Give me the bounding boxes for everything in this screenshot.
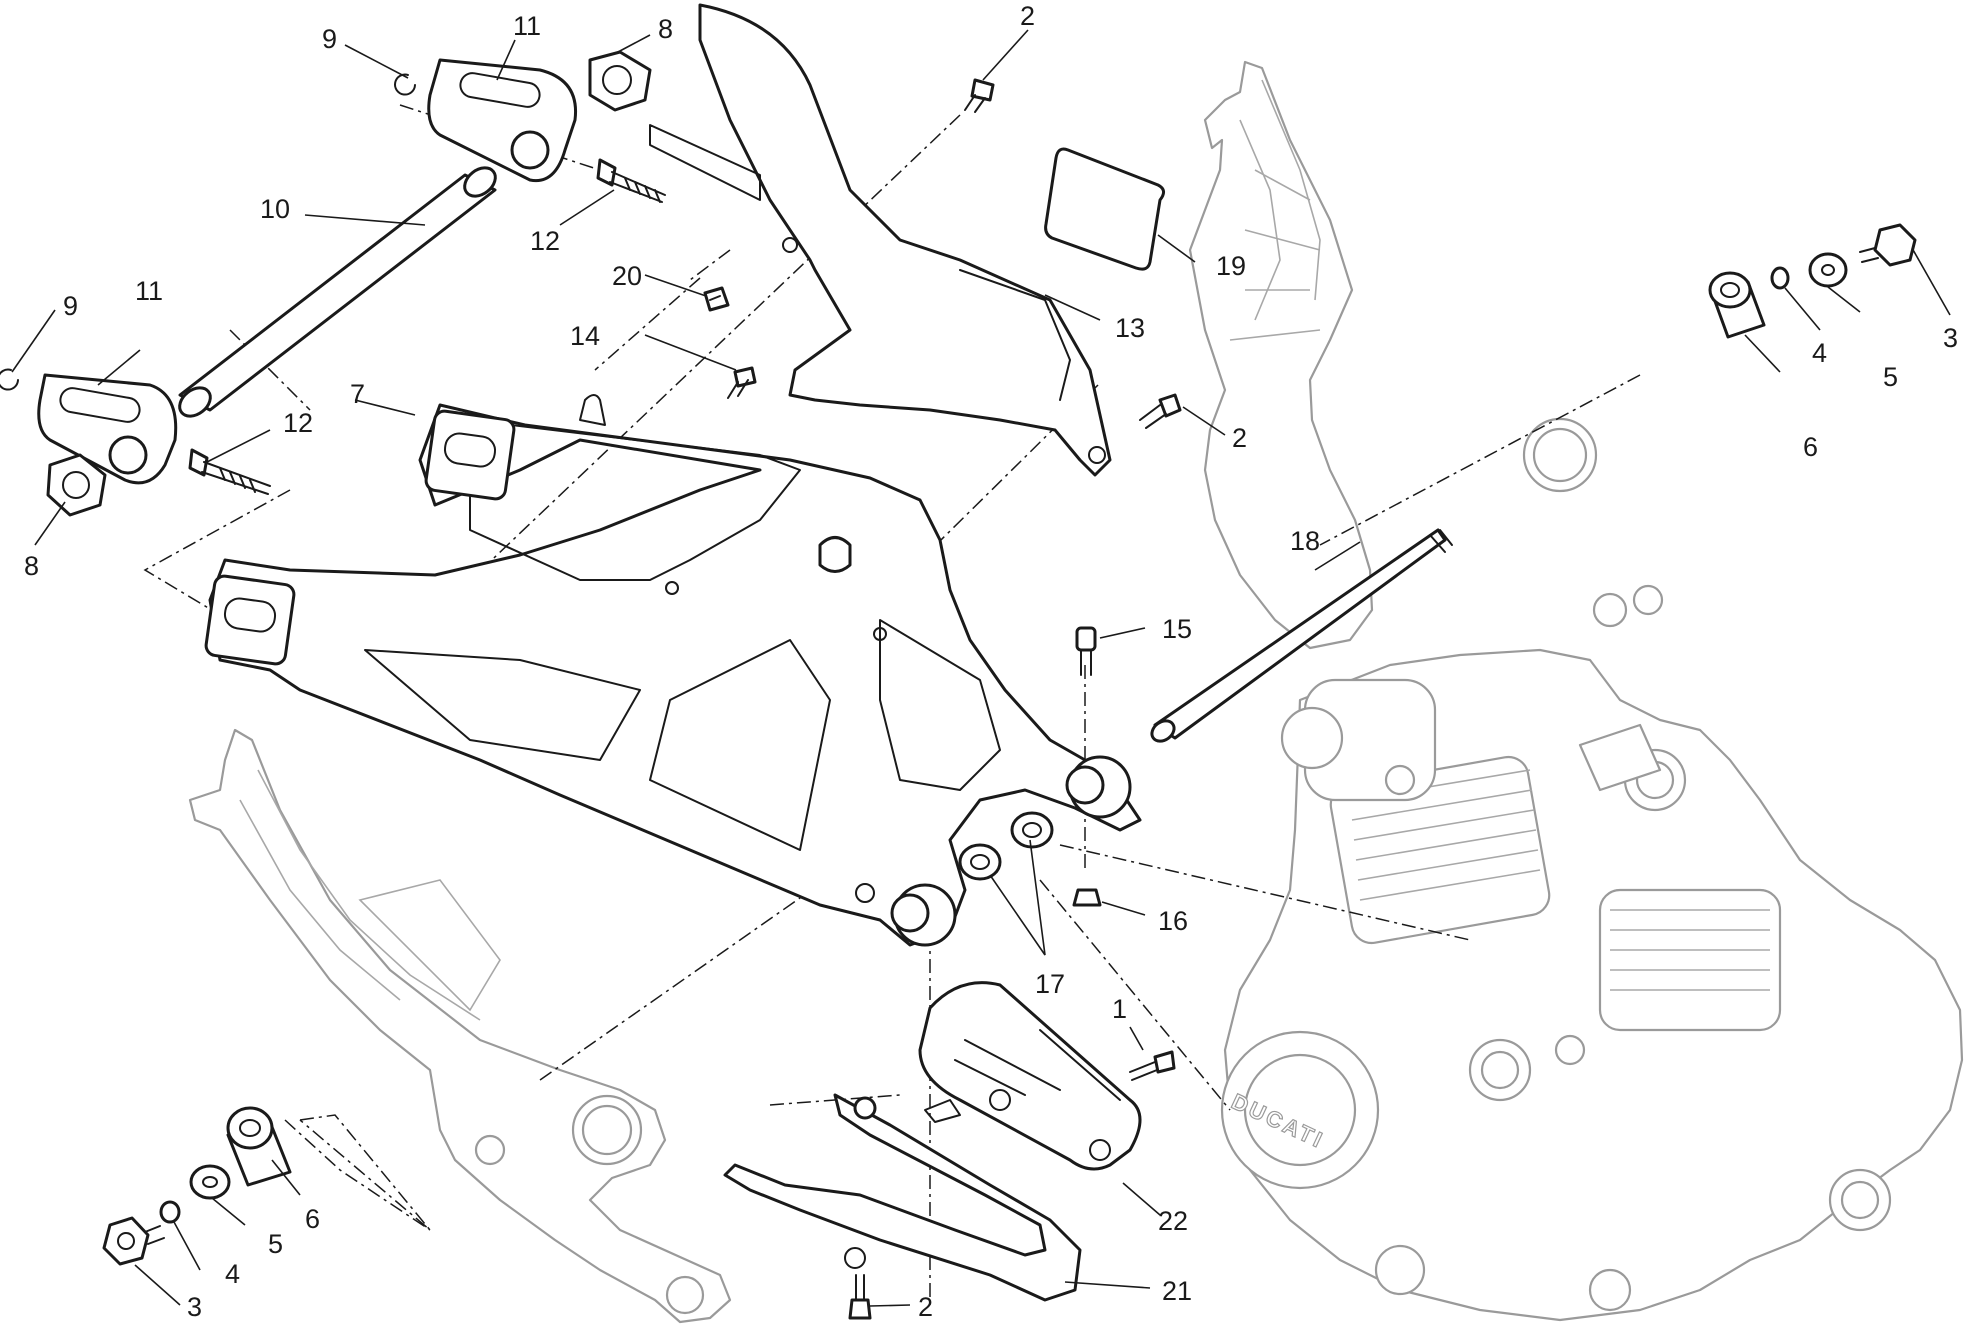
callout-8-top: 8 — [658, 14, 673, 44]
chain-adjuster-11-left — [37, 373, 178, 485]
circlip-9-left — [0, 368, 19, 391]
bolt-3-right — [1859, 223, 1917, 267]
circlip-9-top — [394, 73, 416, 96]
screw-2-bottom — [848, 1274, 872, 1320]
callout-4-right: 4 — [1812, 338, 1827, 368]
nut-8-top — [588, 50, 652, 112]
callout-2-bottom: 2 — [918, 1292, 933, 1322]
callout-6-right: 6 — [1803, 432, 1818, 462]
callout-3-left: 3 — [187, 1292, 202, 1322]
callout-19: 19 — [1216, 251, 1246, 281]
hugger-13 — [649, 3, 1112, 477]
callout-11-top: 11 — [513, 11, 541, 41]
chain-adjuster-11-top — [427, 58, 578, 183]
callout-10: 10 — [260, 194, 290, 224]
bushing-6-right — [1708, 271, 1766, 339]
adjuster-screw-12-left — [188, 448, 271, 495]
clip-20 — [703, 286, 730, 312]
callout-16: 16 — [1158, 906, 1188, 936]
callout-9-top: 9 — [322, 24, 337, 54]
callout-5-left: 5 — [268, 1229, 283, 1259]
bolt-3-left — [102, 1216, 165, 1266]
callout-12-left: 12 — [283, 408, 313, 438]
nut-16 — [1072, 888, 1102, 907]
callout-8-left: 8 — [24, 551, 39, 581]
callout-14: 14 — [570, 321, 600, 351]
callout-4-left: 4 — [225, 1259, 240, 1289]
callout-7: 7 — [350, 379, 365, 409]
callout-2-top: 2 — [1020, 1, 1035, 31]
callout-20: 20 — [612, 261, 642, 291]
pivot-sleeve-10 — [178, 166, 497, 418]
callout-1: 1 — [1112, 994, 1127, 1024]
chain-guard-22 — [918, 981, 1142, 1171]
washer-4-left — [159, 1200, 181, 1224]
callout-21: 21 — [1162, 1276, 1192, 1306]
washer-5-left — [189, 1164, 231, 1200]
callout-17: 17 — [1035, 969, 1065, 999]
washer-17-a — [1010, 811, 1054, 849]
decal-19 — [1044, 147, 1165, 271]
callout-12-top: 12 — [530, 226, 560, 256]
swingarm-7 — [204, 394, 1142, 947]
callout-5-right: 5 — [1883, 362, 1898, 392]
engine: DUCATI — [1220, 648, 1964, 1322]
screw-14 — [727, 366, 757, 399]
callout-9-left: 9 — [63, 291, 78, 321]
callout-11-left: 11 — [135, 276, 163, 306]
callout-13: 13 — [1115, 313, 1145, 343]
callout-18: 18 — [1290, 526, 1320, 556]
right-footpeg-bracket — [1188, 60, 1664, 650]
nut-8-left — [46, 453, 107, 517]
bolt-15 — [1075, 626, 1097, 676]
callout-22: 22 — [1158, 1206, 1188, 1236]
callout-labels: 1 2 2 2 3 3 4 4 5 5 6 6 7 8 8 9 9 10 11 … — [24, 1, 1958, 1322]
callout-6-left: 6 — [305, 1204, 320, 1234]
bushing-6-left — [226, 1106, 292, 1187]
callout-15: 15 — [1162, 614, 1192, 644]
washer-17-b — [958, 843, 1002, 881]
callout-3-right: 3 — [1943, 323, 1958, 353]
screw-2-right — [1139, 393, 1182, 429]
leader-lines — [11, 29, 1951, 1307]
screw-1 — [1129, 1050, 1176, 1081]
screw-2-top — [964, 78, 995, 113]
washer-4-right — [1770, 266, 1790, 290]
pivot-shaft-18 — [1150, 528, 1453, 743]
adjuster-screw-12-top — [596, 158, 666, 203]
left-footpeg-bracket — [188, 728, 732, 1324]
callout-2-right: 2 — [1232, 423, 1247, 453]
chain-guide-21 — [723, 1093, 1082, 1302]
washer-5-right — [1808, 252, 1848, 288]
